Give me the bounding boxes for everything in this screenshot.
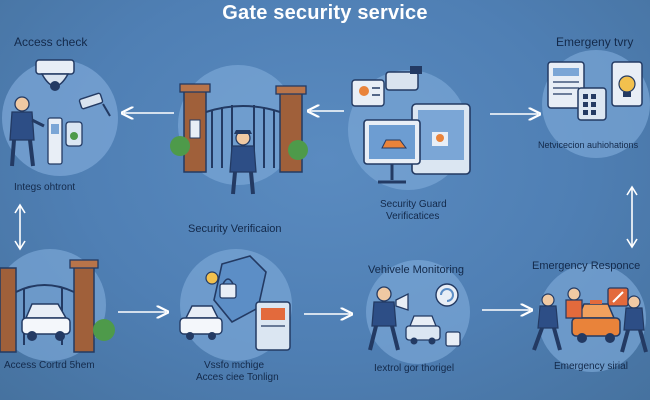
lock-icon: [445, 331, 461, 347]
bush-icon: [170, 136, 308, 160]
lightbulb-panel-icon: [611, 61, 643, 107]
label-iextrol: Iextrol gor thorigel: [374, 363, 455, 374]
label-access-control: Access Cortrd 5hem: [4, 360, 95, 371]
id-card-icon: [351, 79, 385, 107]
car-icon: [179, 305, 223, 340]
guard-icon: [368, 286, 400, 351]
label-vssfo-line1: Vssfo mchige: [204, 360, 265, 371]
label-emergency-sirial: Emergency sirial: [554, 361, 628, 372]
terminal-icon: [255, 301, 291, 351]
monitor-icon: [363, 103, 471, 184]
camera-icon: [78, 92, 111, 117]
camera-icon: [385, 66, 422, 91]
guard-icon: [9, 96, 45, 167]
camera-icon: [35, 59, 75, 91]
arrow-emergency-up-head: [626, 185, 638, 196]
guard-icon: [532, 287, 648, 353]
warning-sign-icon: [607, 287, 629, 307]
guard-icon: [229, 130, 257, 195]
node-access-check: [2, 59, 118, 176]
page-title: Gate security service: [222, 2, 428, 24]
label-security-verification: Security Verificaion: [188, 223, 282, 235]
label-integs: Integs ohtront: [14, 182, 76, 193]
arrow-access-down-head: [14, 240, 26, 251]
label-vssfo-line2: Acces ciee Tonlign: [196, 372, 279, 383]
access-panel-icon: [47, 117, 83, 165]
node-shield-verification: [179, 249, 292, 361]
gate-icon: [179, 83, 307, 173]
node-access-control: [0, 249, 115, 361]
car-icon: [21, 303, 71, 341]
node-security-guard: [348, 66, 471, 190]
label-emergency-tvry: Emergeny tvry: [556, 35, 634, 49]
label-emergency-responce: Emergency Responce: [532, 260, 641, 272]
node-vehicle-monitoring: [366, 260, 470, 364]
node-gate-guard: [170, 65, 308, 195]
arrow-emergency-down-head: [626, 238, 638, 249]
gate-icon: [0, 259, 99, 353]
label-security-guard-line1: Security Guard: [380, 199, 447, 210]
keypad-icon: [577, 87, 607, 121]
node-emergency-responce: [532, 264, 648, 372]
car-icon: [405, 315, 441, 345]
label-security-guard-line2: Verificatices: [386, 211, 440, 222]
connector-arrows: [14, 111, 638, 314]
node-emergency-tvry: [542, 50, 650, 158]
arrow-access-up-head: [14, 203, 26, 214]
tablet-icon: [547, 61, 585, 109]
label-netvice: Netvicecion auhiohations: [538, 140, 639, 150]
megaphone-icon: [395, 292, 409, 311]
car-icon: [571, 300, 621, 343]
label-vehicle-monitoring: Vehivele Monitoring: [368, 264, 465, 276]
refresh-icon: [435, 283, 459, 307]
bush-icon: [93, 319, 115, 341]
label-access-check: Access check: [14, 35, 88, 49]
